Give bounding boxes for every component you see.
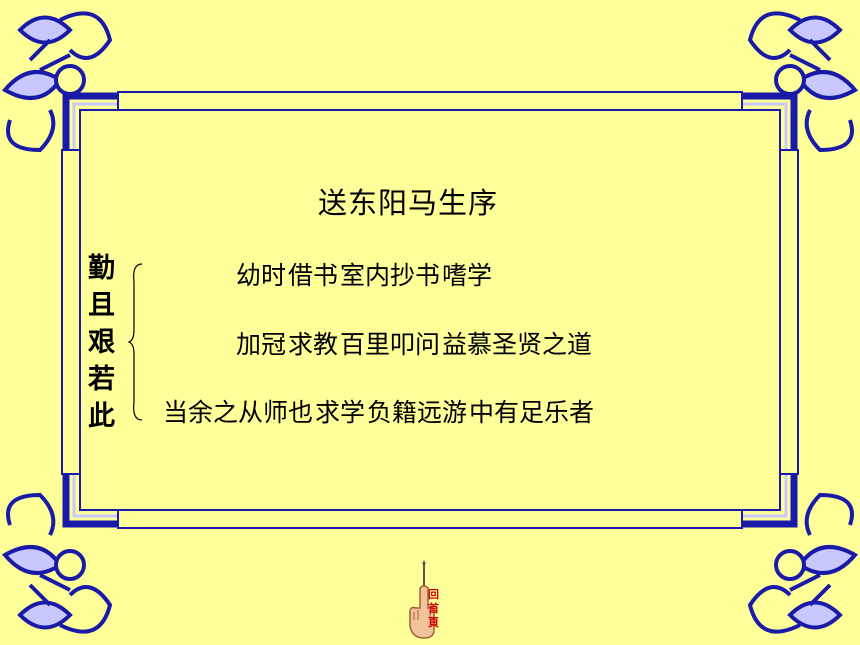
side-char: 艰 xyxy=(88,327,115,358)
corner-ornament-bottom-left xyxy=(1,492,113,634)
side-label-vertical: 勤 且 艰 若 此 xyxy=(88,250,122,435)
row-item: 借书 xyxy=(288,261,339,290)
row-item: 百里叩问 xyxy=(340,330,441,359)
corner-ornament-bottom-right xyxy=(747,492,859,634)
corner-ornament-top-left xyxy=(1,11,113,153)
side-char: 若 xyxy=(88,364,115,395)
home-char: 首 xyxy=(428,602,439,615)
side-char: 且 xyxy=(88,290,115,321)
home-page-button[interactable]: 回 首 頁 xyxy=(404,560,452,640)
content-row-3: 当余之从师也求学负籍远游中有足乐者 xyxy=(163,393,594,429)
row-item: 求学 xyxy=(315,398,366,427)
content-row-1: 幼时借书室内抄书嗜学 xyxy=(236,256,492,292)
curly-brace xyxy=(128,263,143,421)
row-item: 加冠 xyxy=(236,330,287,359)
row-item: 幼时 xyxy=(236,261,287,290)
row-item: 中有足乐者 xyxy=(469,398,595,427)
row-item: 负籍远游 xyxy=(367,398,468,427)
content-row-2: 加冠求教百里叩问益慕圣贤之道 xyxy=(236,325,592,361)
row-item: 求教 xyxy=(288,330,339,359)
corner-ornament-top-right xyxy=(747,11,859,153)
row-item: 当余之从师也 xyxy=(163,398,314,427)
row-item: 嗜学 xyxy=(442,261,493,290)
pointing-hand-icon xyxy=(409,560,435,639)
row-item: 室内抄书 xyxy=(340,261,441,290)
home-char: 頁 xyxy=(428,616,439,629)
side-char: 此 xyxy=(88,401,115,432)
slide-title: 送东阳马生序 xyxy=(318,186,499,220)
side-char: 勤 xyxy=(88,253,115,284)
home-button-label: 回 首 頁 xyxy=(428,588,442,630)
row-item: 益慕圣贤之道 xyxy=(442,330,593,359)
home-char: 回 xyxy=(428,588,439,601)
